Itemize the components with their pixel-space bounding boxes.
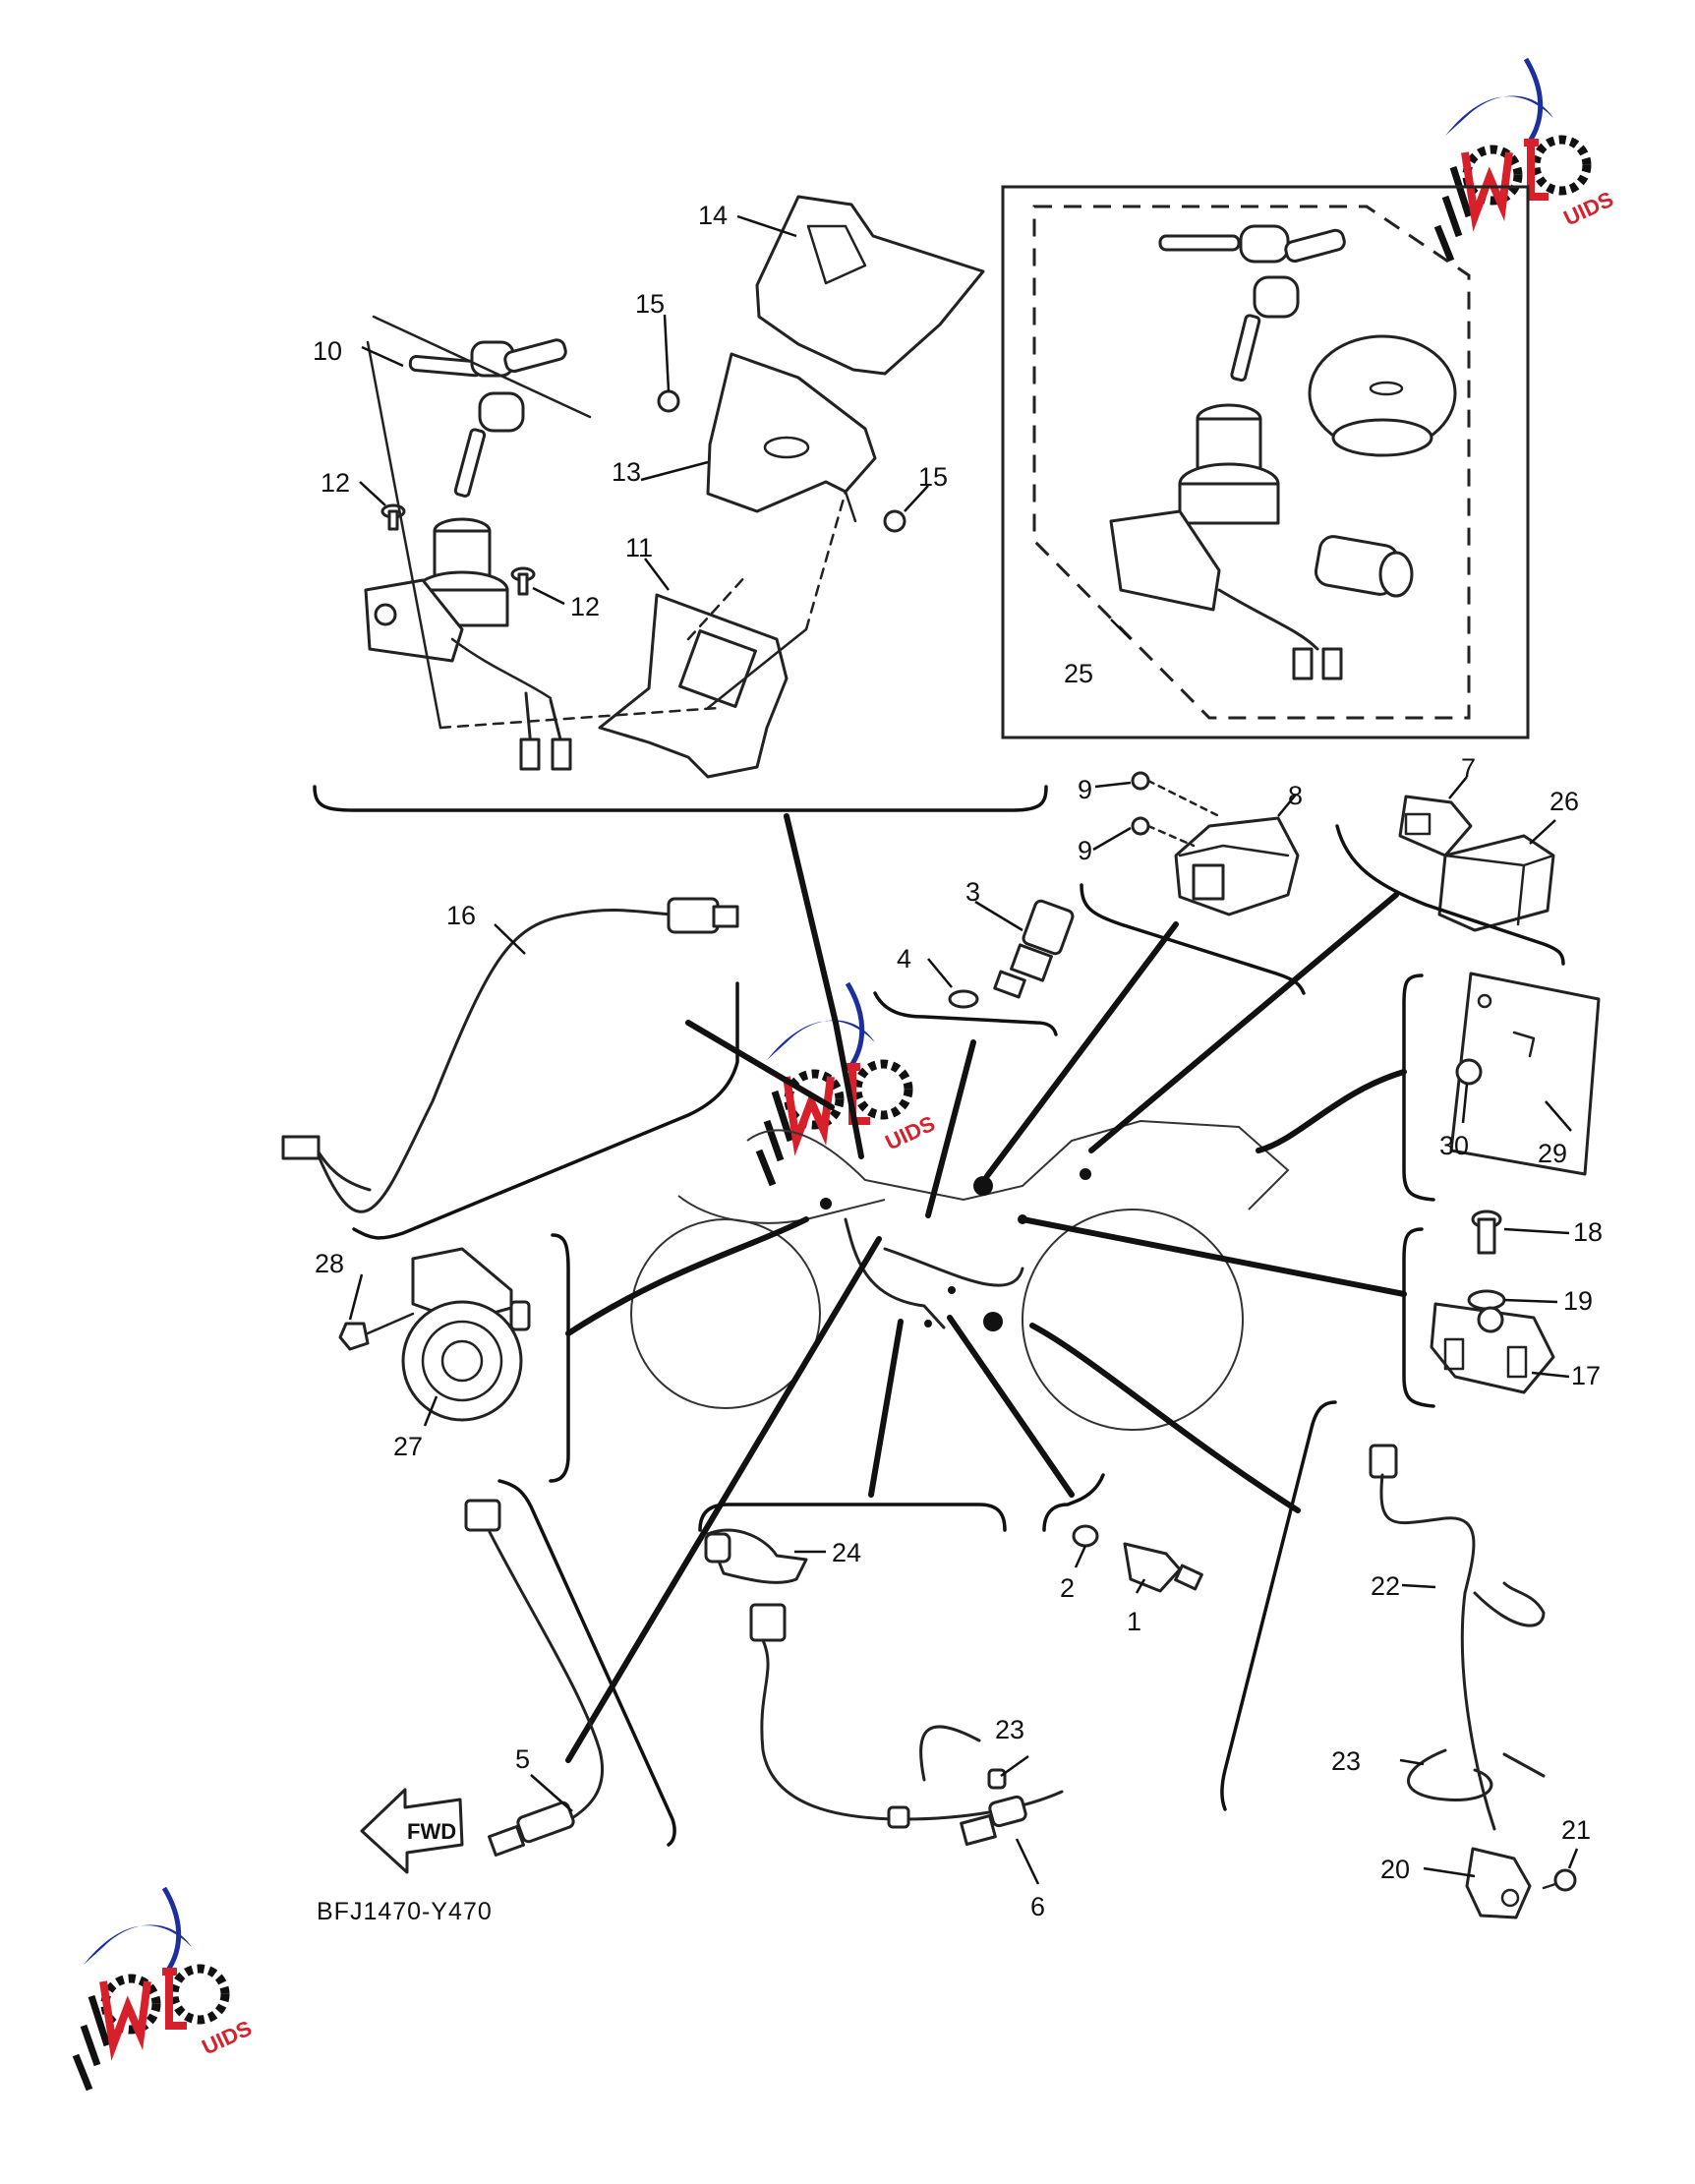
relay-7 xyxy=(1398,795,1473,857)
callout-labels: 10 12 12 11 13 14 15 15 3 4 8 9 9 7 26 2… xyxy=(313,201,1603,1921)
callout-12b: 12 xyxy=(570,592,600,621)
callout-3: 3 xyxy=(965,877,980,907)
fwd-label: FWD xyxy=(407,1819,456,1844)
clamp-24 xyxy=(704,1528,808,1584)
callout-14: 14 xyxy=(698,201,728,230)
callout-23a: 23 xyxy=(995,1715,1024,1744)
callout-1: 1 xyxy=(1127,1607,1141,1636)
watermark-logo-bottom-left xyxy=(76,1888,256,2090)
callout-19: 19 xyxy=(1563,1286,1593,1316)
callout-8: 8 xyxy=(1288,781,1303,810)
callout-4: 4 xyxy=(897,944,911,974)
screw-15a xyxy=(657,389,680,413)
callout-15b: 15 xyxy=(918,462,948,492)
callout-17: 17 xyxy=(1571,1361,1601,1390)
callout-6: 6 xyxy=(1030,1892,1045,1921)
key-set-kit-25 xyxy=(1001,185,1530,739)
screw-12b xyxy=(510,566,536,596)
callout-20: 20 xyxy=(1380,1855,1410,1884)
ignition-switch xyxy=(364,517,572,771)
screw-9b xyxy=(1131,816,1150,836)
callout-16: 16 xyxy=(446,901,476,930)
screw-21 xyxy=(1542,1868,1577,1892)
callout-7: 7 xyxy=(1461,753,1476,783)
sensor-lead-5 xyxy=(464,1499,605,1858)
callout-15a: 15 xyxy=(635,289,665,319)
callout-21: 21 xyxy=(1561,1815,1591,1845)
callout-12a: 12 xyxy=(321,468,350,498)
sensor-lead-6 xyxy=(749,1603,1064,1847)
reflector-29 xyxy=(1449,972,1601,1176)
callout-22: 22 xyxy=(1371,1571,1400,1601)
screw-9a xyxy=(1131,771,1150,791)
washer-19 xyxy=(1467,1289,1506,1311)
washer-4 xyxy=(948,989,979,1009)
callout-10: 10 xyxy=(313,336,342,366)
callout-24: 24 xyxy=(832,1538,861,1567)
screw-15b xyxy=(883,509,906,533)
catalog-code: BFJ1470-Y470 xyxy=(317,1898,493,1925)
cover-14 xyxy=(755,195,985,376)
sensor-17 xyxy=(1430,1302,1555,1394)
bolt-18 xyxy=(1471,1210,1502,1255)
callout-13: 13 xyxy=(612,457,641,487)
kit-box xyxy=(1001,185,1530,739)
sensor-3 xyxy=(993,899,1075,999)
sensor-lead-16 xyxy=(281,897,739,1213)
callout-25: 25 xyxy=(1064,659,1093,688)
callout-28: 28 xyxy=(315,1249,344,1278)
callout-26: 26 xyxy=(1549,787,1579,816)
fwd-arrow: FWD xyxy=(360,1788,464,1874)
callout-27: 27 xyxy=(393,1432,423,1461)
callout-9b: 9 xyxy=(1078,836,1092,865)
callout-11: 11 xyxy=(625,533,653,562)
callout-30: 30 xyxy=(1439,1131,1469,1160)
callout-18: 18 xyxy=(1573,1217,1603,1247)
relay-8 xyxy=(1174,816,1300,916)
callout-23b: 23 xyxy=(1331,1746,1361,1776)
cover-13 xyxy=(706,352,877,513)
nut-30 xyxy=(1455,1058,1483,1086)
switch-1 xyxy=(1123,1542,1203,1593)
horn-27 xyxy=(401,1247,531,1422)
bolt-28 xyxy=(338,1312,415,1351)
leader-lines xyxy=(565,813,1407,1763)
key-set-10 xyxy=(408,338,567,498)
motorcycle-outline xyxy=(630,1119,1290,1431)
main-switch-group xyxy=(313,195,1048,812)
fuse-box-26 xyxy=(1437,834,1555,932)
callout-29: 29 xyxy=(1538,1139,1567,1168)
callout-5: 5 xyxy=(515,1744,530,1774)
callout-9a: 9 xyxy=(1078,775,1092,804)
washer-2 xyxy=(1072,1524,1099,1548)
sensor-harness-20-22 xyxy=(1369,1444,1546,1919)
callout-2: 2 xyxy=(1060,1573,1075,1603)
